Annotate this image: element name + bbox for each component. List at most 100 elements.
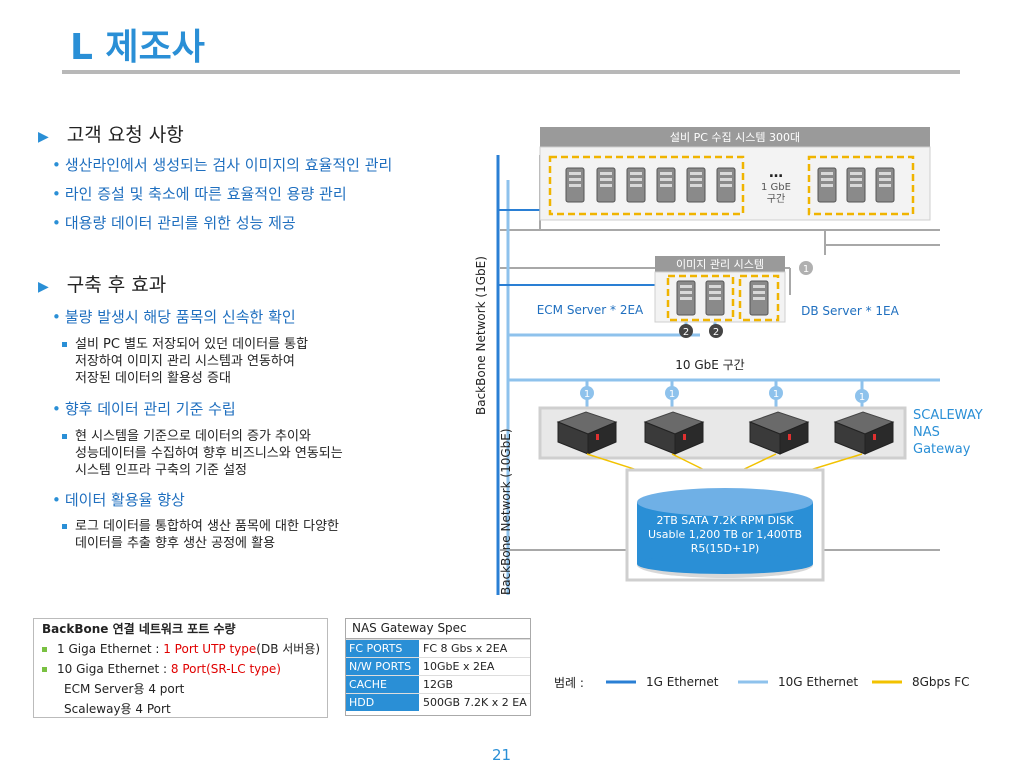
- green-bullet-icon: [42, 647, 47, 652]
- triangle-bullet-icon: ▶: [38, 129, 49, 145]
- text: 10 Giga Ethernet :: [57, 662, 171, 676]
- table-row: CACHE 12GB: [346, 675, 530, 693]
- triangle-bullet-icon: ▶: [38, 279, 49, 295]
- ellipsis-text: …: [769, 165, 783, 181]
- disk-spec-line2: Usable 1,200 TB or 1,400TB: [648, 528, 802, 541]
- bullet-dot-icon: •: [52, 185, 61, 203]
- backbone-box-title: BackBone 연결 네트워크 포트 수량: [42, 622, 236, 636]
- backbone-line-1g: 1 Giga Ethernet : 1 Port UTP type(DB 서버용…: [34, 639, 327, 659]
- ecm-server-icon: [676, 280, 696, 316]
- list-item: •라인 증설 및 축소에 따른 효율적인 용량 관리: [52, 183, 347, 204]
- badge-2-ecm: 2: [683, 327, 689, 338]
- list-item: •생산라인에서 생성되는 검사 이미지의 효율적인 관리: [52, 154, 392, 175]
- sub-line-text: 시스템 인프라 구축의 기준 설정: [75, 463, 248, 478]
- sub-line: 로그 데이터를 통합하여 생산 품목에 대한 다양한: [62, 518, 339, 535]
- bullet-dot-icon: •: [52, 400, 61, 418]
- table-row: FC PORTS FC 8 Gbs x 2EA: [346, 639, 530, 657]
- sub-line-text: 설비 PC 별도 저장되어 있던 데이터를 통합: [75, 337, 309, 352]
- gbe-zone-line2: 구간: [767, 193, 785, 205]
- table-row: N/W PORTS 10GbE x 2EA: [346, 657, 530, 675]
- backbone-1g-label: BackBone Network (1GbE): [474, 256, 488, 415]
- sub-line: 현 시스템을 기준으로 데이터의 증가 추이와: [62, 428, 343, 445]
- list-item-text: 대용량 데이터 관리를 위한 성능 제공: [64, 214, 296, 232]
- page-number: 21: [492, 746, 512, 764]
- sub-list-item: 현 시스템을 기준으로 데이터의 증가 추이와 성능데이터를 수집하여 향후 비…: [62, 428, 343, 479]
- backbone-line-ecm: ECM Server용 4 port: [64, 682, 185, 696]
- list-item-text: 데이터 활용율 향상: [64, 491, 185, 509]
- pc-system-label: 설비 PC 수집 시스템 300대: [670, 131, 800, 144]
- badge-1-blue: 1: [773, 389, 779, 400]
- scaleway-line2: NAS: [913, 425, 940, 440]
- spec-key: CACHE: [346, 676, 419, 693]
- square-bullet-icon: [62, 342, 67, 347]
- bullet-dot-icon: •: [52, 308, 61, 326]
- pc-group-right: [817, 167, 895, 203]
- ecm-server-icon: [705, 280, 725, 316]
- text: 1 Port UTP type: [163, 642, 257, 656]
- backbone-line-scaleway: Scaleway용 4 Port: [64, 702, 171, 716]
- sub-line-text: 저장된 데이터의 활용성 증대: [75, 371, 231, 386]
- list-item-text: 생산라인에서 생성되는 검사 이미지의 효율적인 관리: [64, 156, 393, 174]
- table-row: HDD 500GB 7.2K x 2 EA: [346, 693, 530, 711]
- list-item: •불량 발생시 해당 품목의 신속한 확인: [52, 306, 296, 327]
- spec-value: 500GB 7.2K x 2 EA: [423, 696, 527, 709]
- scaleway-line3: Gateway: [913, 442, 971, 457]
- badge-1-blue: 1: [669, 389, 675, 400]
- spec-key: FC PORTS: [346, 640, 419, 657]
- spec-key: HDD: [346, 694, 419, 711]
- gbe-zone-line1: 1 GbE: [761, 182, 791, 193]
- sub-line-text: 성능데이터를 수집하여 향후 비즈니스와 연동되는: [75, 446, 343, 461]
- spec-value: FC 8 Gbs x 2EA: [423, 642, 508, 655]
- scaleway-line1: SCALEWAY: [913, 408, 983, 423]
- square-bullet-icon: [62, 434, 67, 439]
- badge-1-blue: 1: [859, 392, 865, 403]
- badge-2-ecm: 2: [713, 327, 719, 338]
- sub-list-item: 로그 데이터를 통합하여 생산 품목에 대한 다양한 데이터를 추출 향후 생산…: [62, 518, 339, 552]
- badge-1-blue-group: 1 1 1 1: [580, 386, 869, 403]
- text: (DB 서버용): [256, 642, 321, 656]
- list-item: •대용량 데이터 관리를 위한 성능 제공: [52, 212, 296, 233]
- ecm-server-label: ECM Server * 2EA: [537, 303, 644, 317]
- text: 8 Port(SR-LC type): [170, 662, 281, 676]
- spec-value: 10GbE x 2EA: [423, 660, 495, 673]
- disk-spec-line3: R5(15D+1P): [691, 542, 760, 555]
- text: 1 Giga Ethernet :: [57, 642, 164, 656]
- square-bullet-icon: [62, 524, 67, 529]
- list-item: •데이터 활용율 향상: [52, 489, 185, 510]
- list-item-text: 향후 데이터 관리 기준 수립: [64, 400, 236, 418]
- ten-gbe-zone-label: 10 GbE 구간: [675, 358, 744, 372]
- spec-value: 12GB: [423, 678, 454, 691]
- sub-list-item: 설비 PC 별도 저장되어 있던 데이터를 통합 저장하여 이미지 관리 시스템…: [62, 336, 308, 387]
- list-item: •향후 데이터 관리 기준 수립: [52, 398, 236, 419]
- bullet-dot-icon: •: [52, 156, 61, 174]
- sub-line-text: 저장하여 이미지 관리 시스템과 연동하여: [75, 354, 295, 369]
- backbone-10g-label: BackBone Network (10GbE): [499, 428, 513, 595]
- backbone-port-box: BackBone 연결 네트워크 포트 수량 1 Giga Ethernet :…: [33, 618, 328, 718]
- db-server-icon: [749, 280, 769, 316]
- section-heading-text: 고객 요청 사항: [66, 124, 184, 146]
- image-system-label: 이미지 관리 시스템: [676, 258, 764, 271]
- page-title: L 제조사: [70, 27, 205, 68]
- legend-label: 범례 :: [554, 676, 584, 690]
- legend-1g: 1G Ethernet: [646, 675, 719, 689]
- sub-line: 설비 PC 별도 저장되어 있던 데이터를 통합: [62, 336, 308, 353]
- section-heading-requests: ▶ 고객 요청 사항: [38, 120, 184, 147]
- badge-1-gray: 1: [803, 264, 809, 275]
- nas-spec-title: NAS Gateway Spec: [346, 619, 530, 639]
- sub-line-text: 데이터를 추출 향후 생산 공정에 활용: [75, 536, 276, 551]
- backbone-line-10g: 10 Giga Ethernet : 8 Port(SR-LC type): [34, 659, 327, 679]
- sub-line-text: 로그 데이터를 통합하여 생산 품목에 대한 다양한: [75, 519, 339, 534]
- legend-10g: 10G Ethernet: [778, 675, 858, 689]
- list-item-text: 라인 증설 및 축소에 따른 효율적인 용량 관리: [64, 185, 347, 203]
- badge-1-blue: 1: [584, 389, 590, 400]
- spec-key: N/W PORTS: [346, 658, 419, 675]
- section-heading-effects: ▶ 구축 후 효과: [38, 270, 166, 297]
- bullet-dot-icon: •: [52, 491, 61, 509]
- green-bullet-icon: [42, 667, 47, 672]
- db-server-label: DB Server * 1EA: [801, 304, 899, 318]
- title-divider: [62, 70, 960, 74]
- section-heading-text: 구축 후 효과: [66, 274, 167, 296]
- list-item-text: 불량 발생시 해당 품목의 신속한 확인: [64, 308, 296, 326]
